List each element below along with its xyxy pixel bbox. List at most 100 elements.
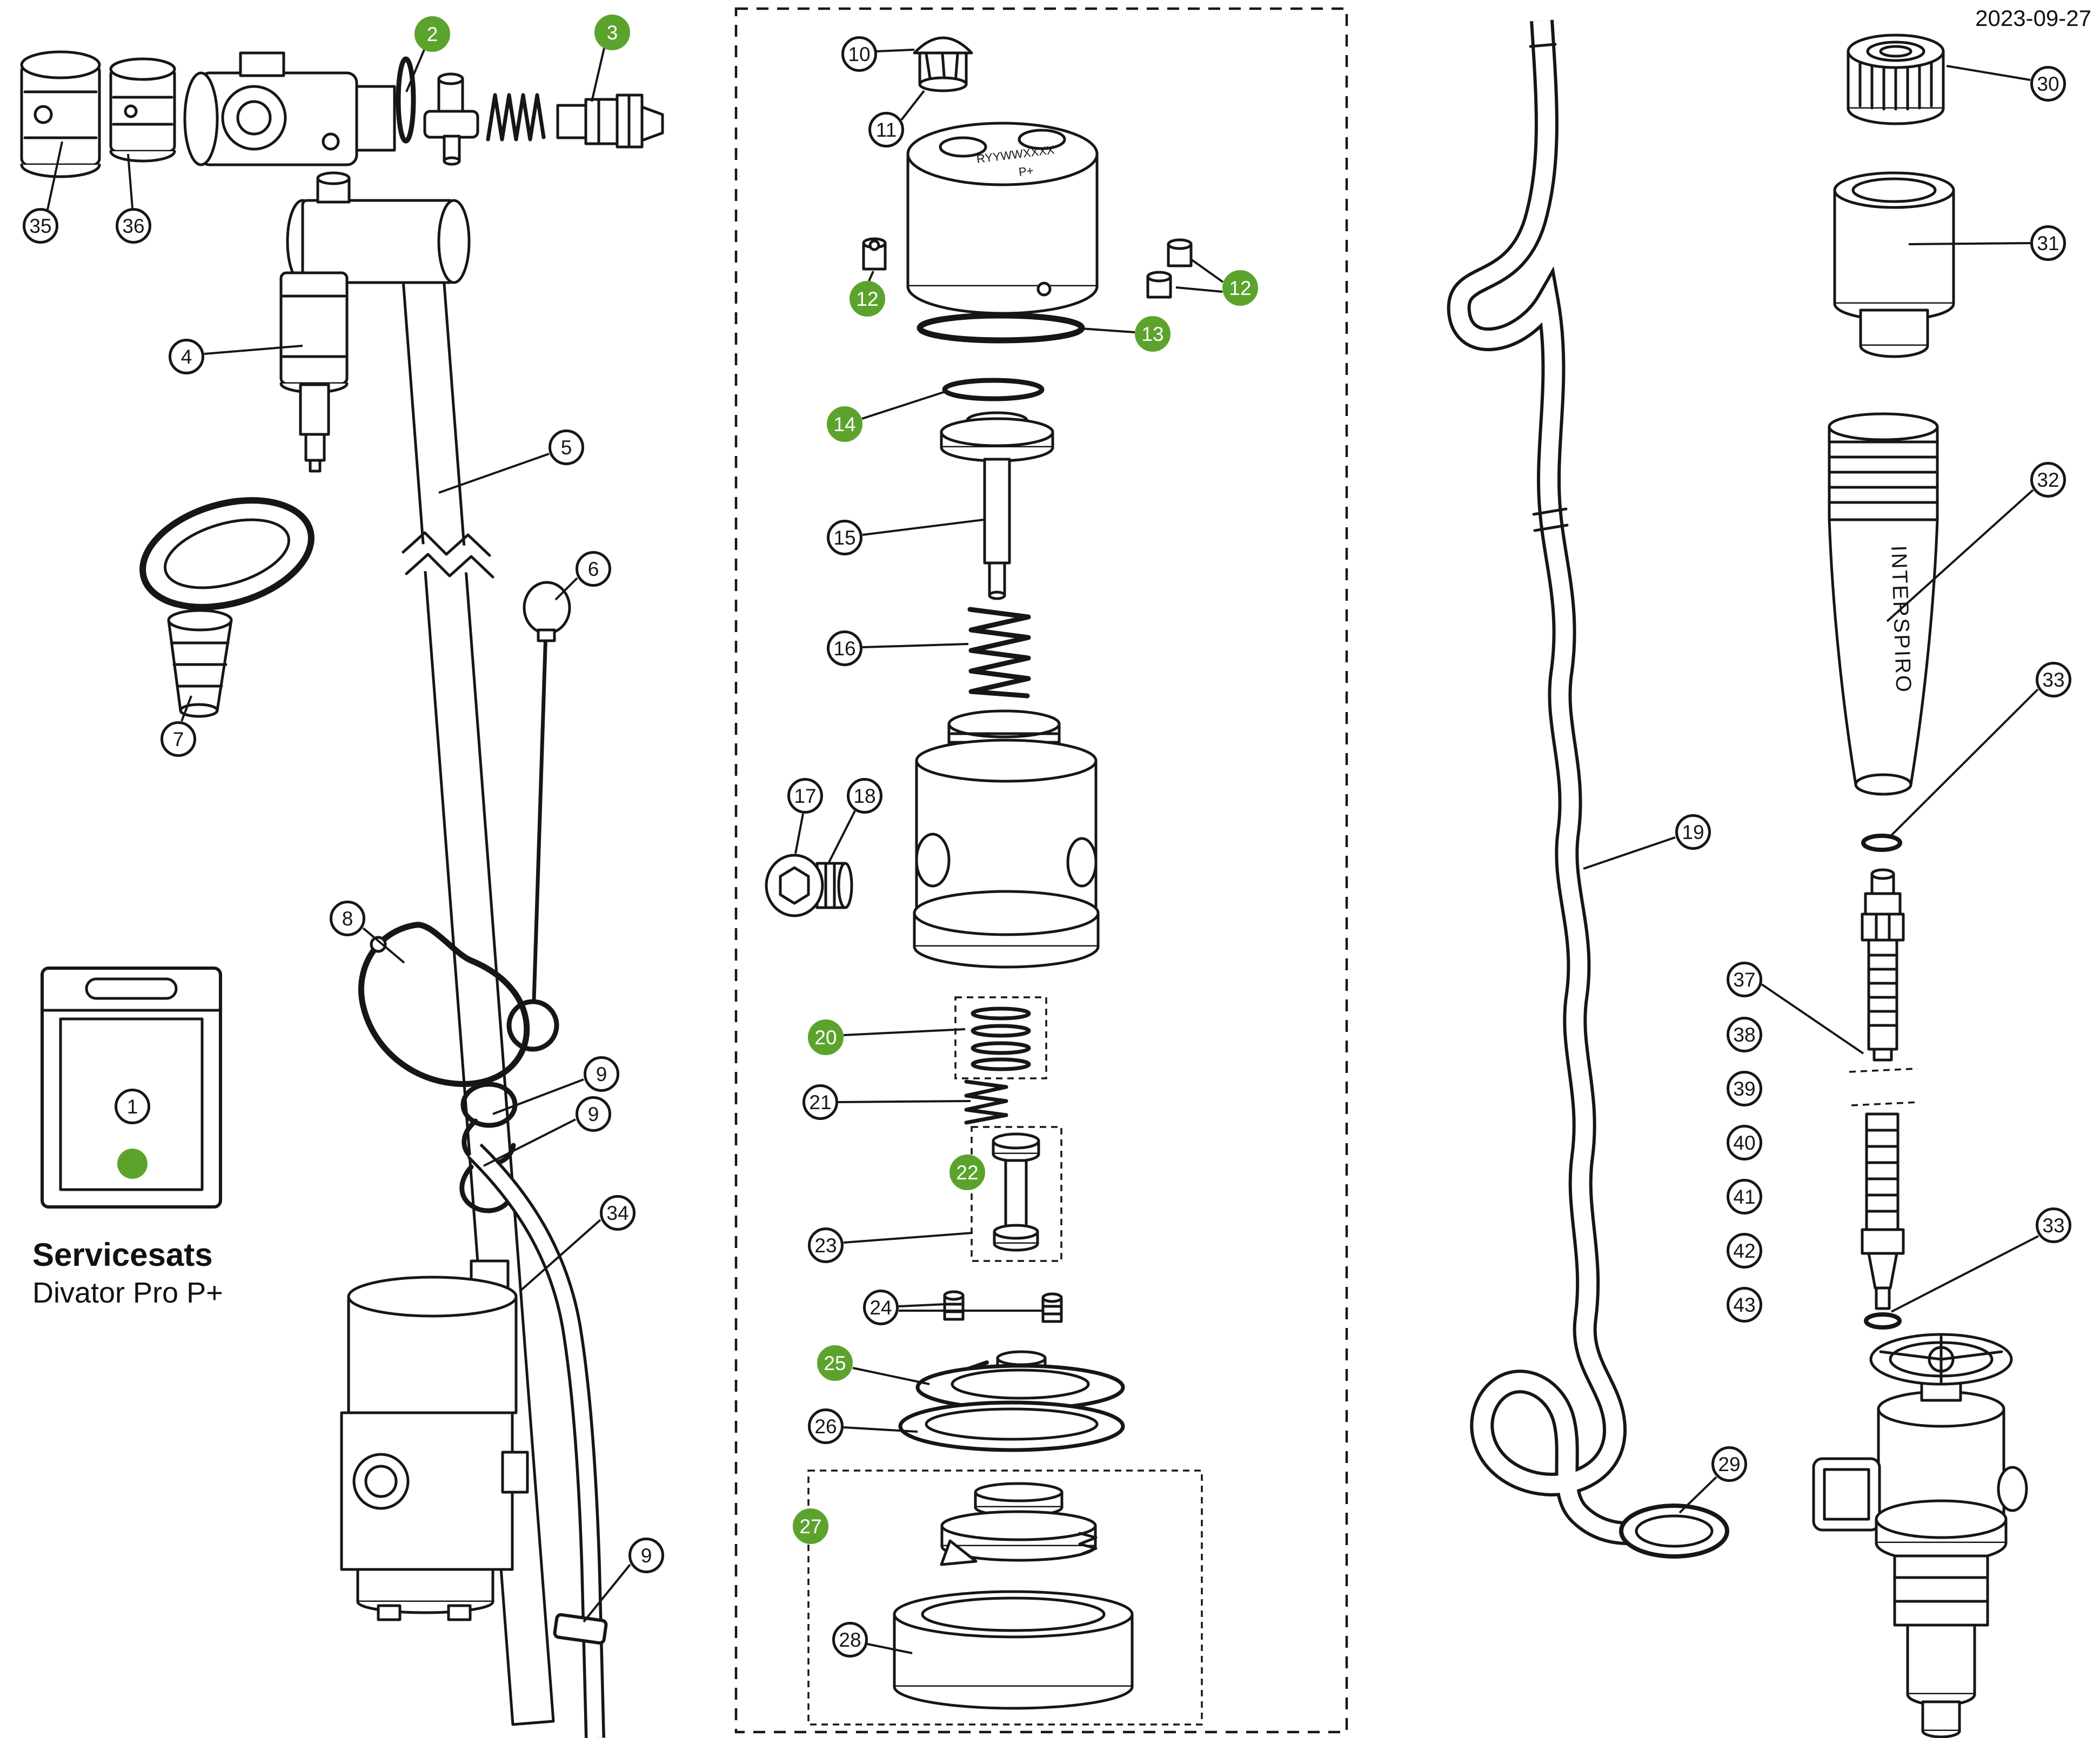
callout-12: 12 (1222, 270, 1258, 306)
callout-1: 1 (115, 1089, 150, 1124)
callout-19: 19 (1675, 814, 1711, 850)
part-screws (943, 1290, 1063, 1323)
callout-32: 32 (2030, 462, 2066, 498)
part-lock-nut (1847, 33, 1945, 125)
leader-line (838, 1100, 971, 1103)
callout-27: 27 (793, 1508, 828, 1544)
leader-line (405, 49, 425, 92)
callout-31: 31 (2030, 225, 2066, 261)
leader-line (1891, 1235, 2039, 1313)
callout-17: 17 (787, 778, 823, 814)
grip-brand-text: INTERSPIRO (1887, 545, 1916, 694)
part-cap (913, 36, 973, 92)
callout-22: 22 (949, 1155, 985, 1190)
part-hose-ring (1619, 1504, 1729, 1559)
leader-line (898, 1303, 946, 1307)
callout-35: 35 (23, 208, 58, 244)
callout-33: 33 (2036, 662, 2071, 697)
leader-line (438, 453, 550, 494)
leader-line (900, 90, 925, 121)
part-o-ring-33a (1861, 834, 1902, 852)
callout-24: 24 (863, 1290, 899, 1325)
callout-40: 40 (1727, 1125, 1762, 1160)
callout-21: 21 (802, 1084, 838, 1120)
part-spring-small-top (486, 93, 546, 142)
part-diaphragm-assembly (807, 1469, 1203, 1726)
leader-line (852, 1367, 930, 1385)
part-o-ring-2 (396, 56, 416, 144)
part-valve-housing-upper: RYYWWXXXX P+ (906, 122, 1099, 315)
part-spindle-lower (1861, 1112, 1905, 1310)
callout-11: 11 (868, 112, 904, 147)
part-hose (467, 1143, 608, 1738)
part-piston (940, 411, 1054, 600)
part-small-spring (964, 1079, 1008, 1125)
callout-30: 30 (2030, 66, 2066, 102)
kit-subtitle: Divator Pro P+ (32, 1277, 223, 1309)
leader-line (554, 577, 578, 601)
callout-41: 41 (1727, 1179, 1762, 1214)
part-hose-clamp (553, 1613, 608, 1645)
leader-line (876, 49, 915, 52)
callout-16: 16 (827, 630, 862, 666)
part-spindle-upper (1849, 868, 1920, 1106)
part-pull-knob (506, 581, 571, 1052)
leader-line (204, 345, 303, 355)
part-valve-manifold (183, 51, 396, 166)
leader-line (1190, 258, 1224, 283)
callout-8: 8 (330, 901, 365, 936)
leader-line (843, 1028, 966, 1036)
leader-line (828, 810, 856, 863)
part-lower-valve (340, 1259, 529, 1621)
callout-6: 6 (576, 551, 611, 587)
leader-line (583, 1563, 631, 1623)
leader-line (519, 1219, 601, 1292)
part-long-hose (1447, 19, 1628, 1545)
leader-line (483, 1118, 576, 1167)
callout-10: 10 (841, 36, 877, 72)
callout-33: 33 (2036, 1207, 2071, 1243)
part-cylinder-valve (1812, 1333, 2028, 1738)
part-first-stage (279, 171, 471, 473)
revision-date: 2023-09-27 (1975, 5, 2091, 31)
callout-43: 43 (1727, 1287, 1762, 1323)
part-diaphragm (898, 1400, 1125, 1452)
part-tee-insert (423, 72, 479, 166)
callout-34: 34 (600, 1195, 636, 1231)
leader-line (1886, 489, 2034, 622)
part-snap-hook (358, 922, 530, 1213)
leader-line (1889, 688, 2039, 837)
leader-line (127, 153, 133, 209)
callout-14: 14 (827, 406, 862, 442)
part-sleeve (1833, 171, 1955, 358)
leader-line (492, 1078, 584, 1115)
callout-9: 9 (584, 1056, 619, 1092)
callout-25: 25 (817, 1345, 853, 1381)
leader-line (794, 813, 804, 854)
callout-36: 36 (116, 208, 151, 244)
callout-42: 42 (1727, 1233, 1762, 1269)
leader-line (1678, 1476, 1717, 1514)
part-o-ring-14 (942, 378, 1045, 401)
leader-line (843, 1426, 918, 1433)
part-rubber-grip: INTERSPIRO (1828, 412, 1939, 796)
callout-18: 18 (847, 778, 882, 814)
leader-line (843, 1232, 973, 1244)
callout-2: 2 (414, 16, 450, 52)
callout-23: 23 (808, 1227, 844, 1263)
leader-line (180, 695, 192, 722)
callout-12: 12 (850, 281, 885, 317)
callout-39: 39 (1727, 1071, 1762, 1106)
part-o-ring-33b (1864, 1312, 1902, 1330)
leader-lines (46, 48, 2039, 1654)
part-clamp (139, 497, 315, 718)
leader-line (362, 927, 405, 964)
kit-title: Servicesats (32, 1237, 213, 1273)
part-valve-pin-set (971, 1126, 1062, 1262)
leader-line (1908, 242, 2031, 245)
part-set-screw-left (862, 237, 887, 271)
part-valve-housing-lower (913, 709, 1100, 969)
